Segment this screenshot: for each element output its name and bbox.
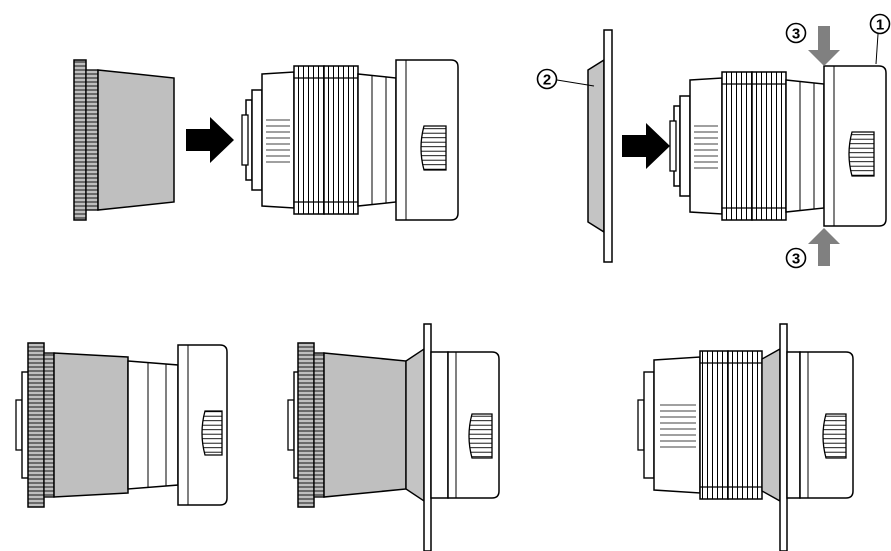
protective-cap — [27, 342, 129, 508]
panel-filter-insert: 1 2 3 3 — [536, 13, 891, 269]
release-latch — [468, 413, 493, 459]
filter-sheet — [423, 323, 432, 551]
protective-cap — [297, 342, 407, 508]
release-latch — [201, 410, 223, 456]
callout-filter-sheet-label: 2 — [543, 72, 551, 89]
panel-cap-filter-attached — [287, 323, 500, 551]
lens-body — [241, 59, 459, 221]
panel-filter-attached — [637, 323, 854, 551]
filter-sheet — [587, 29, 613, 263]
callout-lens-hood: 1 — [869, 13, 891, 65]
lens-body — [669, 65, 887, 227]
callout-press-bottom: 3 — [785, 247, 807, 269]
push-arrow-right — [186, 117, 234, 163]
callout-lens-hood-label: 1 — [876, 17, 884, 34]
panel-cap-attach — [73, 59, 459, 221]
protective-cap — [73, 59, 175, 221]
panel-cap-attached — [15, 342, 228, 508]
callout-press-top: 3 — [785, 22, 807, 44]
filter-sheet — [779, 323, 788, 551]
callout-filter-sheet: 2 — [536, 68, 595, 90]
release-latch — [822, 413, 847, 459]
press-arrow-up — [808, 228, 840, 266]
callout-press-bottom-label: 3 — [792, 251, 800, 268]
push-arrow-right — [622, 123, 670, 169]
press-arrow-down — [808, 26, 840, 66]
callout-press-top-label: 3 — [792, 26, 800, 43]
